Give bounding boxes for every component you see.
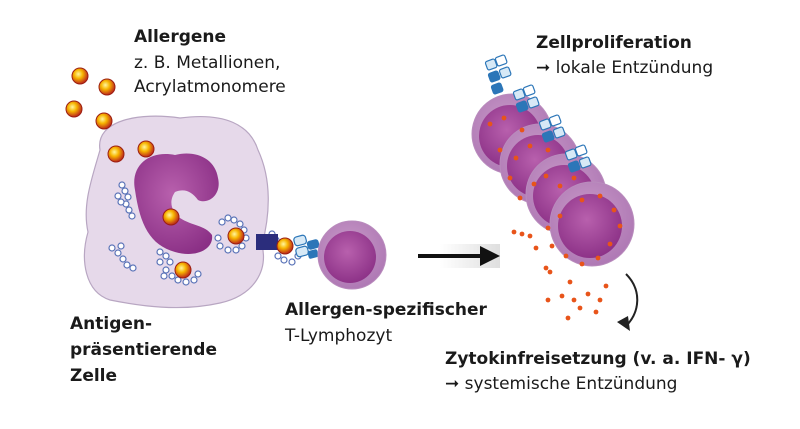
cytokine-arrow [617, 273, 639, 331]
tcell-title: Allergen-spezifischer [285, 300, 487, 320]
t-lymphocyte [317, 220, 387, 290]
cytokine-subtitle: systemische Entzündung [464, 374, 678, 394]
allergen-particle [107, 145, 125, 163]
cytokine-subtitle-line: ➞ systemische Entzündung [445, 374, 677, 395]
proliferation-subtitle-line: ➞ lokale Entzündung [536, 58, 713, 79]
mhc-bead-chains [108, 181, 302, 286]
allergen-particle [71, 67, 89, 85]
allergen-particle [95, 112, 113, 130]
allergen-particle [65, 100, 83, 118]
tcr-mhc-synapse [256, 234, 320, 259]
allergen-particles [65, 67, 245, 279]
proliferating-receptors [484, 54, 592, 173]
apc-label-line2: präsentierende [70, 340, 217, 360]
allergens-line1: z. B. Metallionen, [134, 53, 281, 73]
arrow-right-icon: ➞ [536, 58, 551, 78]
process-arrow [418, 244, 500, 268]
tcell-subtitle: T-Lymphozyt [285, 326, 393, 346]
allergen-particle [162, 208, 180, 226]
proliferation-title: Zellproliferation [536, 33, 692, 53]
cytokine-title: Zytokinfreisetzung (v. a. IFN- γ) [445, 349, 751, 369]
allergen-particle [98, 78, 116, 96]
allergen-particle [227, 227, 245, 245]
apc-label-line3: Zelle [70, 366, 118, 386]
cytokine-dots [487, 115, 623, 321]
apc-nucleus [134, 153, 219, 255]
proliferation-subtitle: lokale Entzündung [555, 58, 714, 78]
apc-label-line1: Antigen- [70, 314, 153, 334]
proliferating-cell [549, 181, 635, 267]
proliferating-t-cells [471, 93, 635, 267]
allergen-particle [174, 261, 192, 279]
allergens-line2: Acrylatmonomere [134, 77, 286, 97]
arrow-right-icon: ➞ [445, 374, 460, 394]
allergen-particle [137, 140, 155, 158]
allergens-title: Allergene [134, 27, 227, 47]
